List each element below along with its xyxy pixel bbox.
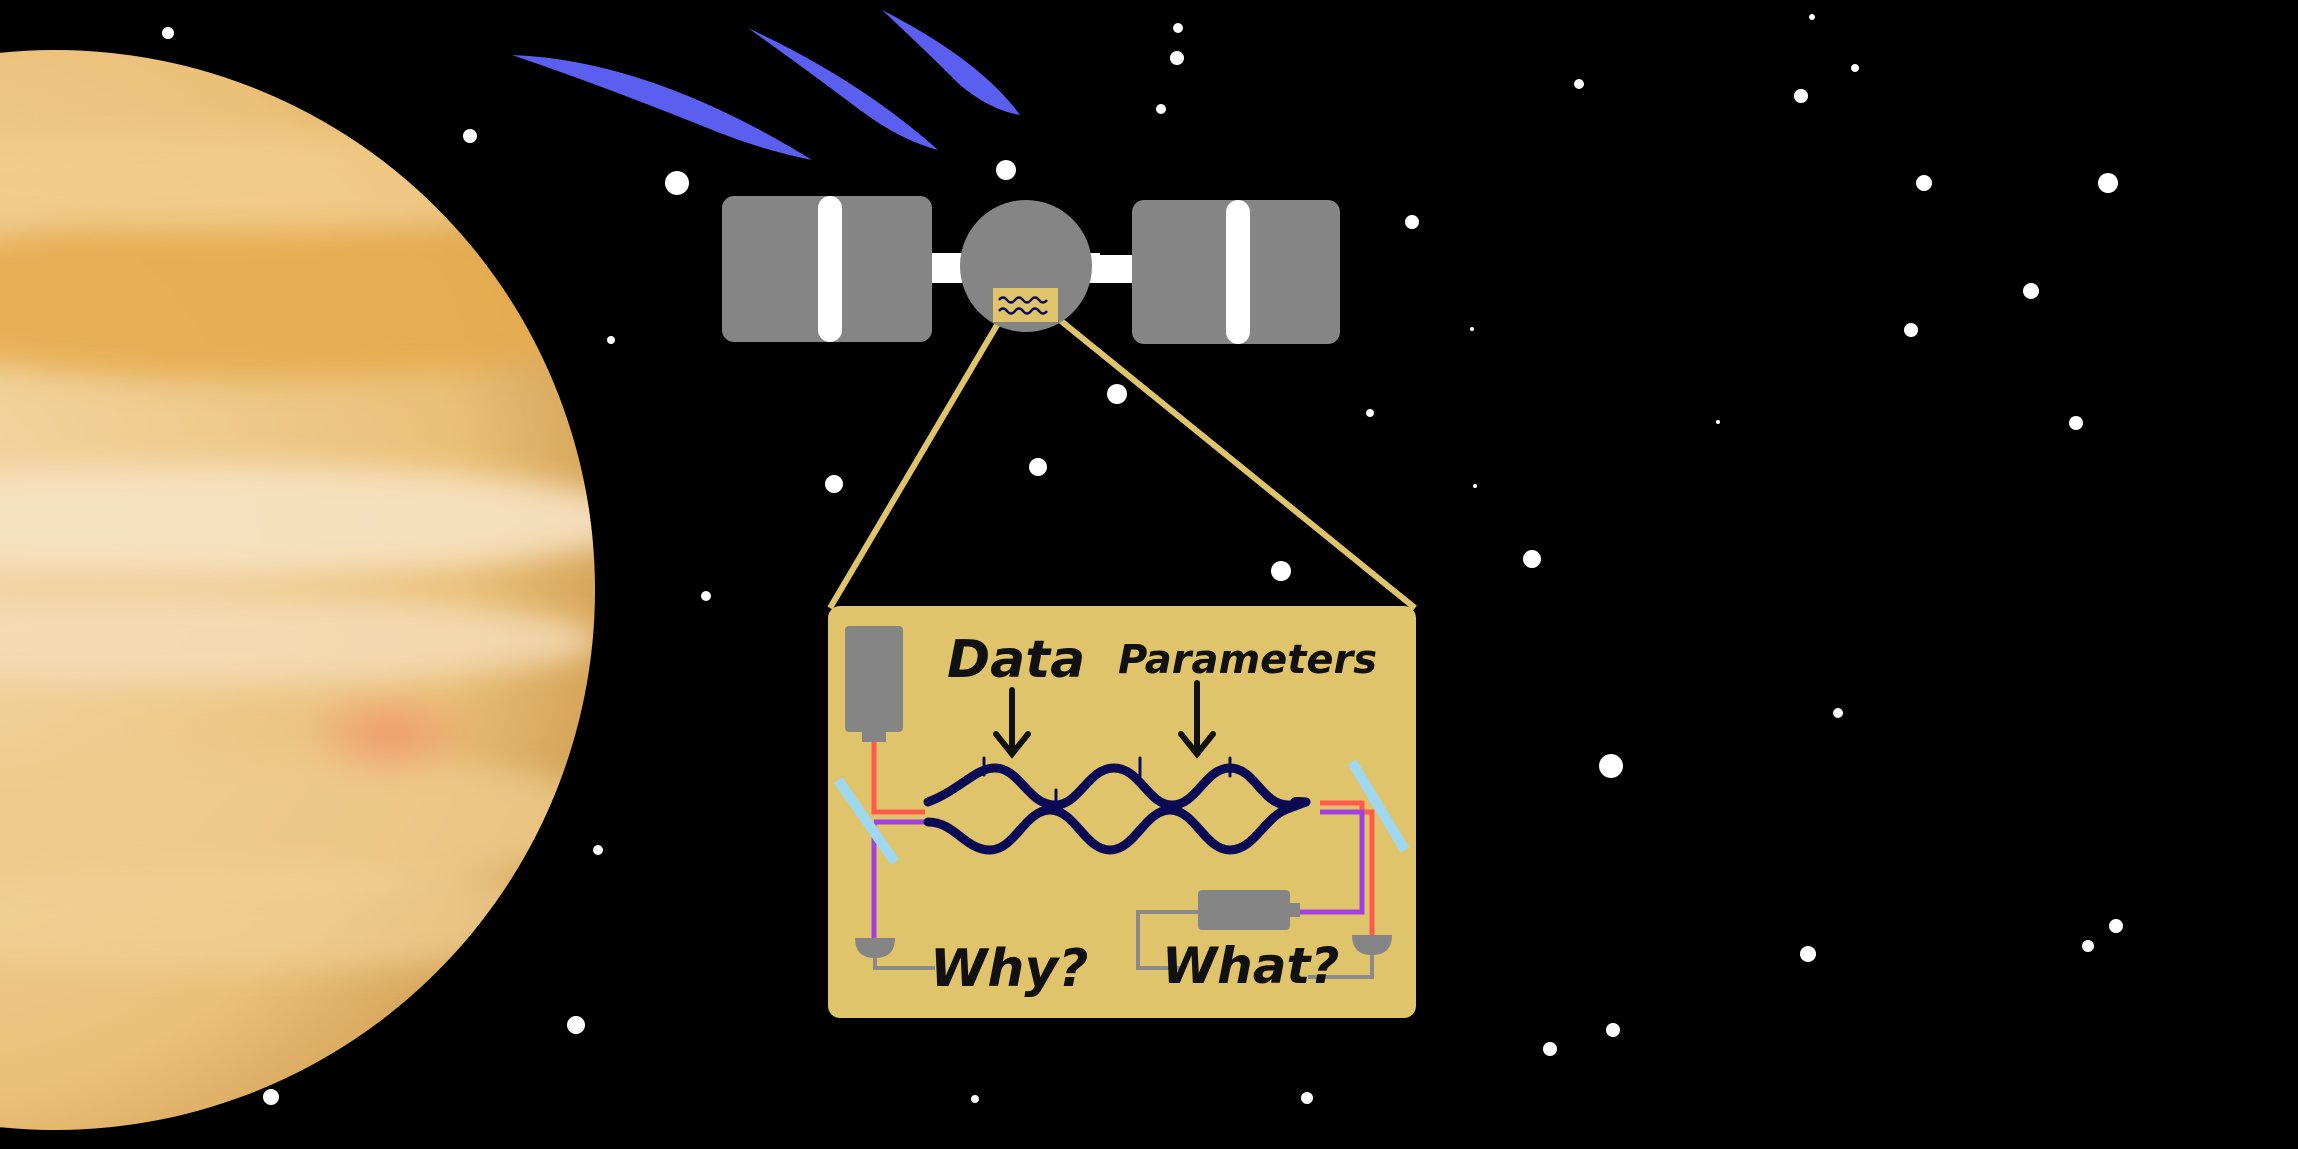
star: [1916, 175, 1932, 191]
star: [1543, 1042, 1557, 1056]
star: [1029, 458, 1047, 476]
planet-icon: [0, 50, 595, 1130]
label-parameters: Parameters: [1118, 637, 1377, 683]
star: [996, 160, 1016, 180]
star: [1794, 89, 1808, 103]
inset-diagram: Data Parameters Why? What?: [828, 606, 1416, 1018]
star: [1366, 409, 1374, 417]
satellite-icon: [722, 196, 1340, 344]
star: [1716, 420, 1720, 424]
star: [1904, 323, 1918, 337]
star: [1107, 384, 1127, 404]
detector-icon: [855, 938, 895, 958]
beam-splitter-icon: [833, 777, 900, 865]
stars: [162, 14, 2123, 1105]
star: [971, 1095, 979, 1103]
zoom-lines: [827, 309, 1417, 611]
star: [665, 171, 689, 195]
signal-waves: [512, 10, 1020, 160]
star: [2023, 283, 2039, 299]
laser-source-icon: [1198, 890, 1300, 930]
arrow-data-icon: [993, 687, 1031, 759]
star: [1173, 23, 1183, 33]
laser-source-icon: [845, 626, 903, 742]
star: [1851, 64, 1859, 72]
solar-panel-right-strip: [1226, 200, 1250, 344]
star: [2069, 416, 2083, 430]
star: [1606, 1023, 1620, 1037]
star: [2082, 940, 2094, 952]
beam-splitter-icon: [1347, 759, 1410, 853]
star: [1170, 51, 1184, 65]
star: [463, 129, 477, 143]
label-data: Data: [947, 630, 1085, 690]
label-why: Why?: [930, 939, 1088, 999]
star: [2098, 173, 2118, 193]
star: [1473, 484, 1477, 488]
star: [593, 845, 603, 855]
star: [2109, 919, 2123, 933]
label-what: What?: [1162, 937, 1339, 995]
star: [1156, 104, 1166, 114]
star: [825, 475, 843, 493]
star: [1833, 708, 1843, 718]
star: [1405, 215, 1419, 229]
star: [1470, 327, 1474, 331]
interferometer-arms: [923, 756, 1311, 855]
detector-icon: [1352, 935, 1392, 955]
solar-panel-left-strip: [818, 196, 842, 342]
star: [263, 1089, 279, 1105]
star: [701, 591, 711, 601]
satellite-instrument: [993, 288, 1058, 322]
star: [1523, 550, 1541, 568]
star: [607, 336, 615, 344]
star: [162, 27, 174, 39]
star: [1271, 561, 1291, 581]
star: [1800, 946, 1816, 962]
star: [1599, 754, 1623, 778]
star: [1574, 79, 1584, 89]
arrow-parameters-icon: [1178, 680, 1216, 759]
star: [1301, 1092, 1313, 1104]
star: [567, 1016, 585, 1034]
star: [1809, 14, 1815, 20]
